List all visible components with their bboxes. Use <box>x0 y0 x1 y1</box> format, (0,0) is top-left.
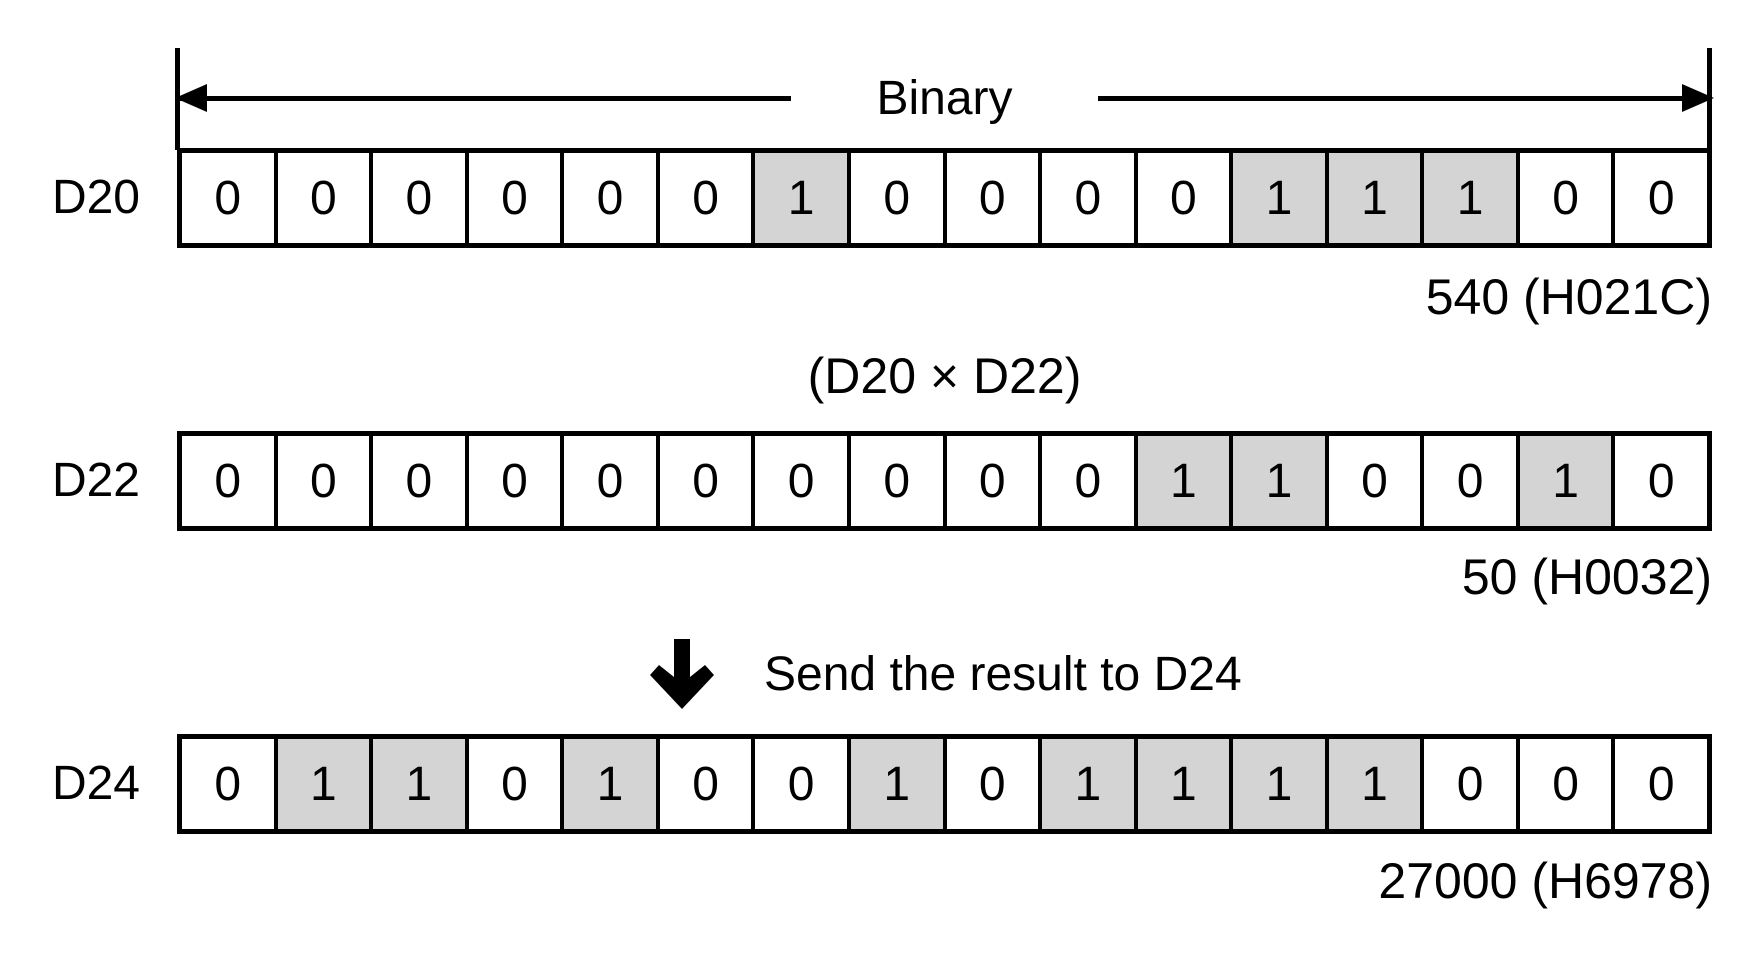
operation-label: (D20 × D22) <box>807 348 1082 404</box>
binary-range-label: Binary <box>876 71 1013 125</box>
down-arrow-icon <box>650 639 714 709</box>
bit-cell: 0 <box>182 436 274 526</box>
register-label: D24 <box>51 757 140 810</box>
bit-cell-highlighted: 1 <box>1515 436 1612 526</box>
bit-cell-highlighted: 1 <box>1133 739 1230 829</box>
register-label: D20 <box>51 171 140 224</box>
bit-cell: 0 <box>369 436 465 526</box>
send-result-label: Send the result to D24 <box>764 647 1242 701</box>
bit-cell: 0 <box>655 739 752 829</box>
bit-cell: 0 <box>1515 153 1612 243</box>
bit-cell: 0 <box>942 739 1039 829</box>
bit-cell: 0 <box>751 739 847 829</box>
register-value: 540 (H021C) <box>1425 269 1712 325</box>
bit-cell: 0 <box>1515 739 1612 829</box>
bit-cell: 0 <box>1611 153 1707 243</box>
bit-cell: 0 <box>273 153 370 243</box>
register-value: 27000 (H6978) <box>1378 853 1712 909</box>
bit-cell: 0 <box>1133 153 1230 243</box>
bit-cell-highlighted: 1 <box>1229 739 1325 829</box>
bit-cell-highlighted: 1 <box>369 739 465 829</box>
bit-cell: 0 <box>655 436 752 526</box>
transfer-annotation: Send the result to D24 <box>648 632 1242 716</box>
bit-cell-highlighted: 1 <box>1229 436 1325 526</box>
bit-cell: 0 <box>560 153 656 243</box>
bit-cell-highlighted: 1 <box>560 739 656 829</box>
bit-cell-highlighted: 1 <box>1420 153 1516 243</box>
register-label: D22 <box>51 454 140 507</box>
right-arrow-icon <box>1097 95 1712 101</box>
bit-cell: 0 <box>182 153 274 243</box>
bit-cell: 0 <box>464 153 561 243</box>
bit-cell-highlighted: 1 <box>1038 739 1134 829</box>
bit-cell-highlighted: 1 <box>273 739 370 829</box>
left-arrow-icon <box>177 95 792 101</box>
bit-cell: 0 <box>846 153 943 243</box>
bit-cell: 0 <box>464 436 561 526</box>
bit-cell: 0 <box>846 436 943 526</box>
bit-cell-highlighted: 1 <box>1324 153 1421 243</box>
bit-cell-highlighted: 1 <box>1229 153 1325 243</box>
bit-cell-highlighted: 1 <box>846 739 943 829</box>
bit-cell: 0 <box>942 436 1039 526</box>
bit-cell: 0 <box>751 436 847 526</box>
bit-cell: 0 <box>1420 739 1516 829</box>
bit-cell-highlighted: 1 <box>751 153 847 243</box>
bit-cell: 0 <box>273 436 370 526</box>
bit-cell: 0 <box>560 436 656 526</box>
bit-cell-highlighted: 1 <box>1133 436 1230 526</box>
bit-cell: 0 <box>464 739 561 829</box>
bit-cell: 0 <box>1324 436 1421 526</box>
bit-cell: 0 <box>1611 436 1707 526</box>
bit-cell: 0 <box>182 739 274 829</box>
binary-range-header: Binary <box>177 72 1712 125</box>
register-value: 50 (H0032) <box>1461 549 1712 605</box>
bit-cell-highlighted: 1 <box>1324 739 1421 829</box>
bit-cell: 0 <box>655 153 752 243</box>
bit-cell: 0 <box>942 153 1039 243</box>
bit-cell: 0 <box>1038 436 1134 526</box>
bit-cell: 0 <box>1611 739 1707 829</box>
bit-cell: 0 <box>1038 153 1134 243</box>
bit-cell: 0 <box>1420 436 1516 526</box>
bit-cell: 0 <box>369 153 465 243</box>
